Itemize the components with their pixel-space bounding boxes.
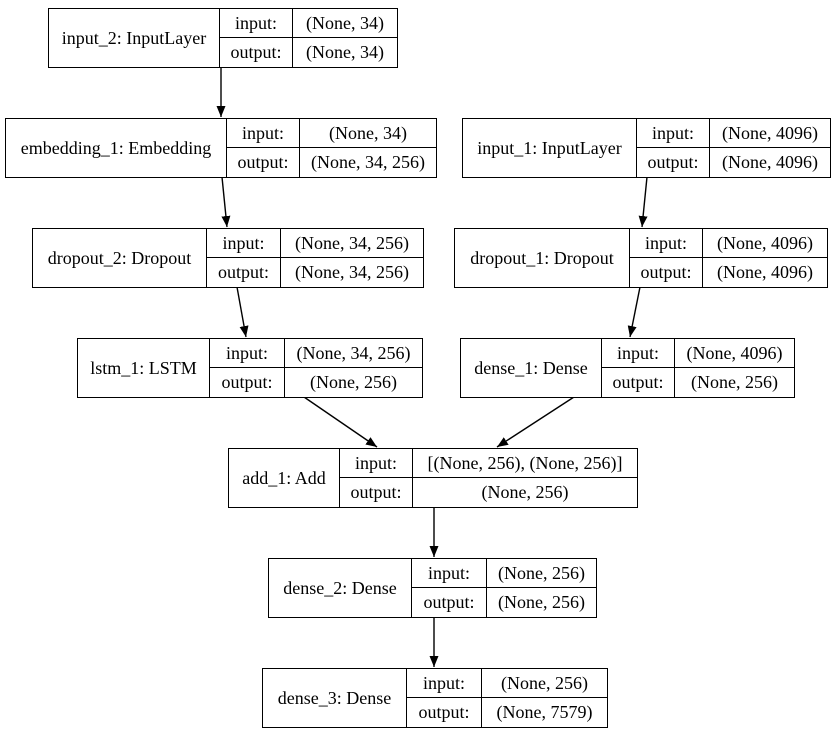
layer-node-input_1: input_1: InputLayer input: (None, 4096) … bbox=[462, 118, 831, 178]
edge-embedding_1-dropout_2 bbox=[221, 176, 231, 228]
input-shape-value: (None, 4096) bbox=[675, 339, 794, 368]
output-shape-value: (None, 34) bbox=[306, 42, 384, 62]
output-key: output: bbox=[207, 258, 281, 287]
output-key: output: bbox=[210, 368, 285, 397]
layer-title: dropout_1: Dropout bbox=[455, 229, 630, 287]
output-key: output: bbox=[340, 478, 413, 507]
input-key: input: bbox=[207, 229, 281, 258]
input-key: input: bbox=[220, 9, 293, 38]
edge-lstm_1-add_1 bbox=[303, 396, 378, 448]
layer-node-embedding_1: embedding_1: Embedding input: (None, 34)… bbox=[5, 118, 437, 178]
input-shape-value: (None, 256) bbox=[487, 559, 596, 588]
layer-node-input_2: input_2: InputLayer input: (None, 34) ou… bbox=[48, 8, 398, 68]
output-shape-value: (None, 256) bbox=[691, 372, 778, 392]
input-shape-value: (None, 4096) bbox=[710, 119, 830, 148]
edge-dropout_1-dense_1 bbox=[627, 286, 641, 338]
layer-title: dense_2: Dense bbox=[269, 559, 412, 617]
input-shape-value: (None, 34, 256) bbox=[281, 229, 423, 258]
input-shape-value: (None, 34) bbox=[293, 9, 397, 38]
output-key: output: bbox=[220, 38, 293, 67]
input-key: input: bbox=[340, 449, 413, 478]
layer-node-dense_3: dense_3: Dense input: (None, 256) output… bbox=[262, 668, 608, 728]
layer-node-dropout_2: dropout_2: Dropout input: (None, 34, 256… bbox=[32, 228, 424, 288]
layer-node-add_1: add_1: Add input: [(None, 256), (None, 2… bbox=[228, 448, 638, 508]
input-shape-value: [(None, 256), (None, 256)] bbox=[413, 449, 637, 478]
output-shape-value: (None, 34, 256) bbox=[311, 152, 425, 172]
layer-title: add_1: Add bbox=[229, 449, 340, 507]
layer-title: dense_3: Dense bbox=[263, 669, 407, 727]
output-shape-value: (None, 34, 256) bbox=[295, 262, 409, 282]
layer-node-dense_1: dense_1: Dense input: (None, 4096) outpu… bbox=[460, 338, 795, 398]
layer-node-lstm_1: lstm_1: LSTM input: (None, 34, 256) outp… bbox=[77, 338, 423, 398]
layer-title: input_2: InputLayer bbox=[49, 9, 220, 67]
edge-input_1-dropout_1 bbox=[638, 176, 648, 228]
layer-title: dropout_2: Dropout bbox=[33, 229, 207, 287]
input-shape-value: (None, 4096) bbox=[703, 229, 827, 258]
output-shape-value: (None, 7579) bbox=[496, 702, 593, 722]
input-key: input: bbox=[227, 119, 300, 148]
output-shape-value: (None, 256) bbox=[310, 372, 397, 392]
input-key: input: bbox=[412, 559, 487, 588]
output-key: output: bbox=[407, 698, 482, 727]
input-key: input: bbox=[630, 229, 703, 258]
layer-title: dense_1: Dense bbox=[461, 339, 602, 397]
output-key: output: bbox=[637, 148, 710, 177]
input-shape-value: (None, 34, 256) bbox=[285, 339, 422, 368]
input-key: input: bbox=[210, 339, 285, 368]
output-key: output: bbox=[630, 258, 703, 287]
output-shape-value: (None, 4096) bbox=[722, 152, 818, 172]
edge-dropout_2-lstm_1 bbox=[236, 286, 249, 338]
input-key: input: bbox=[637, 119, 710, 148]
edge-dense_1-add_1 bbox=[496, 396, 575, 448]
layer-node-dense_2: dense_2: Dense input: (None, 256) output… bbox=[268, 558, 597, 618]
output-key: output: bbox=[412, 588, 487, 617]
output-shape-value: (None, 256) bbox=[498, 592, 585, 612]
layer-title: embedding_1: Embedding bbox=[6, 119, 227, 177]
input-shape-value: (None, 256) bbox=[482, 669, 607, 698]
input-key: input: bbox=[602, 339, 675, 368]
input-shape-value: (None, 34) bbox=[300, 119, 436, 148]
input-key: input: bbox=[407, 669, 482, 698]
layer-title: lstm_1: LSTM bbox=[78, 339, 210, 397]
output-shape-value: (None, 256) bbox=[481, 482, 569, 502]
output-key: output: bbox=[602, 368, 675, 397]
layer-node-dropout_1: dropout_1: Dropout input: (None, 4096) o… bbox=[454, 228, 828, 288]
output-shape-value: (None, 4096) bbox=[717, 262, 813, 282]
output-key: output: bbox=[227, 148, 300, 177]
layer-title: input_1: InputLayer bbox=[463, 119, 637, 177]
